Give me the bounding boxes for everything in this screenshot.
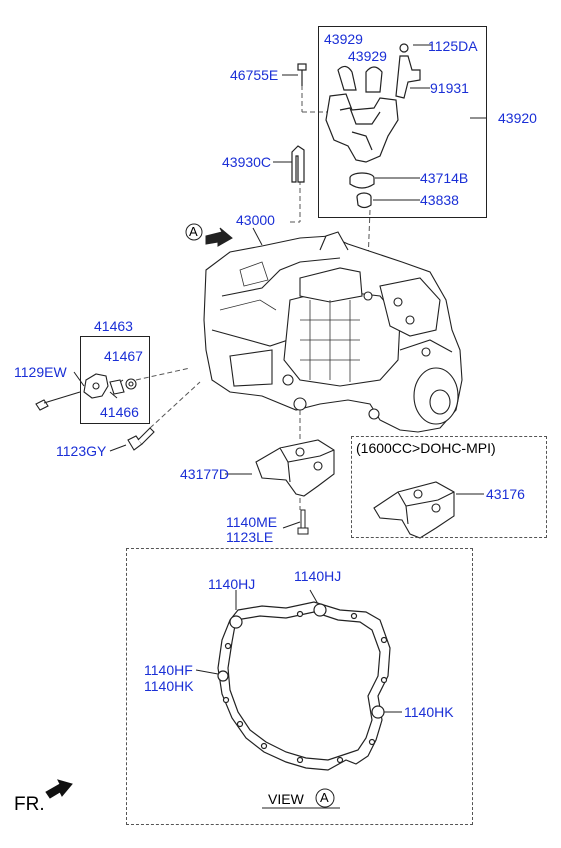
view-label-1140HF[interactable]: 1140HF xyxy=(144,662,193,678)
engine-variant-box xyxy=(351,436,547,538)
view-a-box xyxy=(126,548,473,825)
part-label-46755E[interactable]: 46755E xyxy=(230,67,279,83)
part-label-43929-a[interactable]: 43929 xyxy=(324,31,363,47)
part-label-43714B[interactable]: 43714B xyxy=(420,170,469,186)
part-label-1140ME[interactable]: 1140ME xyxy=(226,514,278,530)
part-label-91931[interactable]: 91931 xyxy=(430,80,469,96)
callout-a-letter: A xyxy=(189,224,198,239)
part-label-1123GY[interactable]: 1123GY xyxy=(56,443,107,459)
engine-variant-note: (1600CC>DOHC-MPI) xyxy=(356,440,496,456)
part-label-43176[interactable]: 43176 xyxy=(486,486,525,502)
view-label-1140HJ-right[interactable]: 1140HJ xyxy=(294,568,342,584)
part-label-1125DA[interactable]: 1125DA xyxy=(428,38,478,54)
shift-lever-group-box xyxy=(318,26,487,218)
part-label-43929-b[interactable]: 43929 xyxy=(348,48,387,64)
part-label-43838[interactable]: 43838 xyxy=(420,192,459,208)
part-label-43930C[interactable]: 43930C xyxy=(222,154,272,170)
part-label-1129EW[interactable]: 1129EW xyxy=(14,364,67,380)
view-a-letter: A xyxy=(320,790,329,805)
part-label-41463[interactable]: 41463 xyxy=(94,318,133,334)
part-label-43000[interactable]: 43000 xyxy=(236,212,275,228)
front-direction-label: FR. xyxy=(14,794,45,815)
view-label-1140HJ-left[interactable]: 1140HJ xyxy=(208,576,256,592)
view-a-caption: VIEW xyxy=(268,791,304,807)
sensor-group-box xyxy=(80,336,150,424)
part-label-43920[interactable]: 43920 xyxy=(498,110,537,126)
part-label-41466[interactable]: 41466 xyxy=(100,404,139,420)
part-label-41467[interactable]: 41467 xyxy=(104,348,143,364)
view-label-1140HK-right[interactable]: 1140HK xyxy=(404,704,454,720)
view-label-1140HK-left[interactable]: 1140HK xyxy=(144,678,194,694)
part-label-43177D[interactable]: 43177D xyxy=(180,466,230,482)
part-label-1123LE[interactable]: 1123LE xyxy=(226,529,274,545)
